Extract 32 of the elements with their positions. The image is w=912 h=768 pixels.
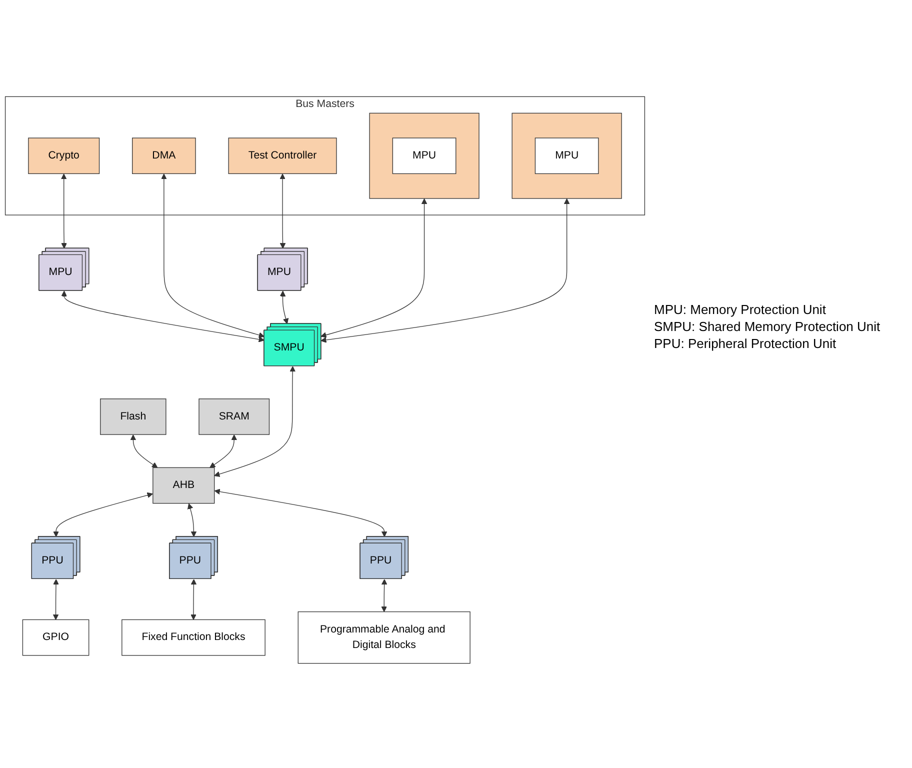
arrow xyxy=(53,492,153,537)
cluster xyxy=(369,112,480,199)
arrow xyxy=(187,503,197,537)
node-box: Flash xyxy=(100,398,166,435)
arrow xyxy=(214,366,296,477)
abbreviation-note: SMPU: Shared Memory Protection Unit xyxy=(654,319,882,334)
cluster xyxy=(512,112,622,199)
arrow xyxy=(320,198,570,343)
arrow xyxy=(161,174,264,338)
arrow xyxy=(320,198,428,338)
node-box: Programmable Analog and Digital Blocks xyxy=(298,611,470,664)
arrow xyxy=(60,174,67,249)
abbreviation-note: PPU: Peripheral Protection Unit xyxy=(654,336,838,351)
node-box: MPU xyxy=(392,138,456,174)
arrow xyxy=(214,488,388,537)
node-box: DMA xyxy=(132,138,196,174)
arrow xyxy=(280,174,286,249)
arrow xyxy=(52,579,59,620)
arrow xyxy=(190,579,197,620)
node-box: Fixed Function Blocks xyxy=(122,619,266,656)
arrow xyxy=(130,434,158,468)
node-box: AHB xyxy=(152,467,215,504)
abbreviation-note: MPU: Memory Protection Unit xyxy=(654,302,827,317)
arrow xyxy=(381,579,388,612)
arrow xyxy=(61,290,264,342)
node-box: Test Controller xyxy=(228,138,337,174)
arrow xyxy=(210,434,238,468)
node-box: Crypto xyxy=(28,138,100,174)
arrow xyxy=(280,290,289,324)
node-box: GPIO xyxy=(22,619,90,656)
node-box: MPU xyxy=(534,138,599,174)
node-box: SRAM xyxy=(198,398,270,435)
